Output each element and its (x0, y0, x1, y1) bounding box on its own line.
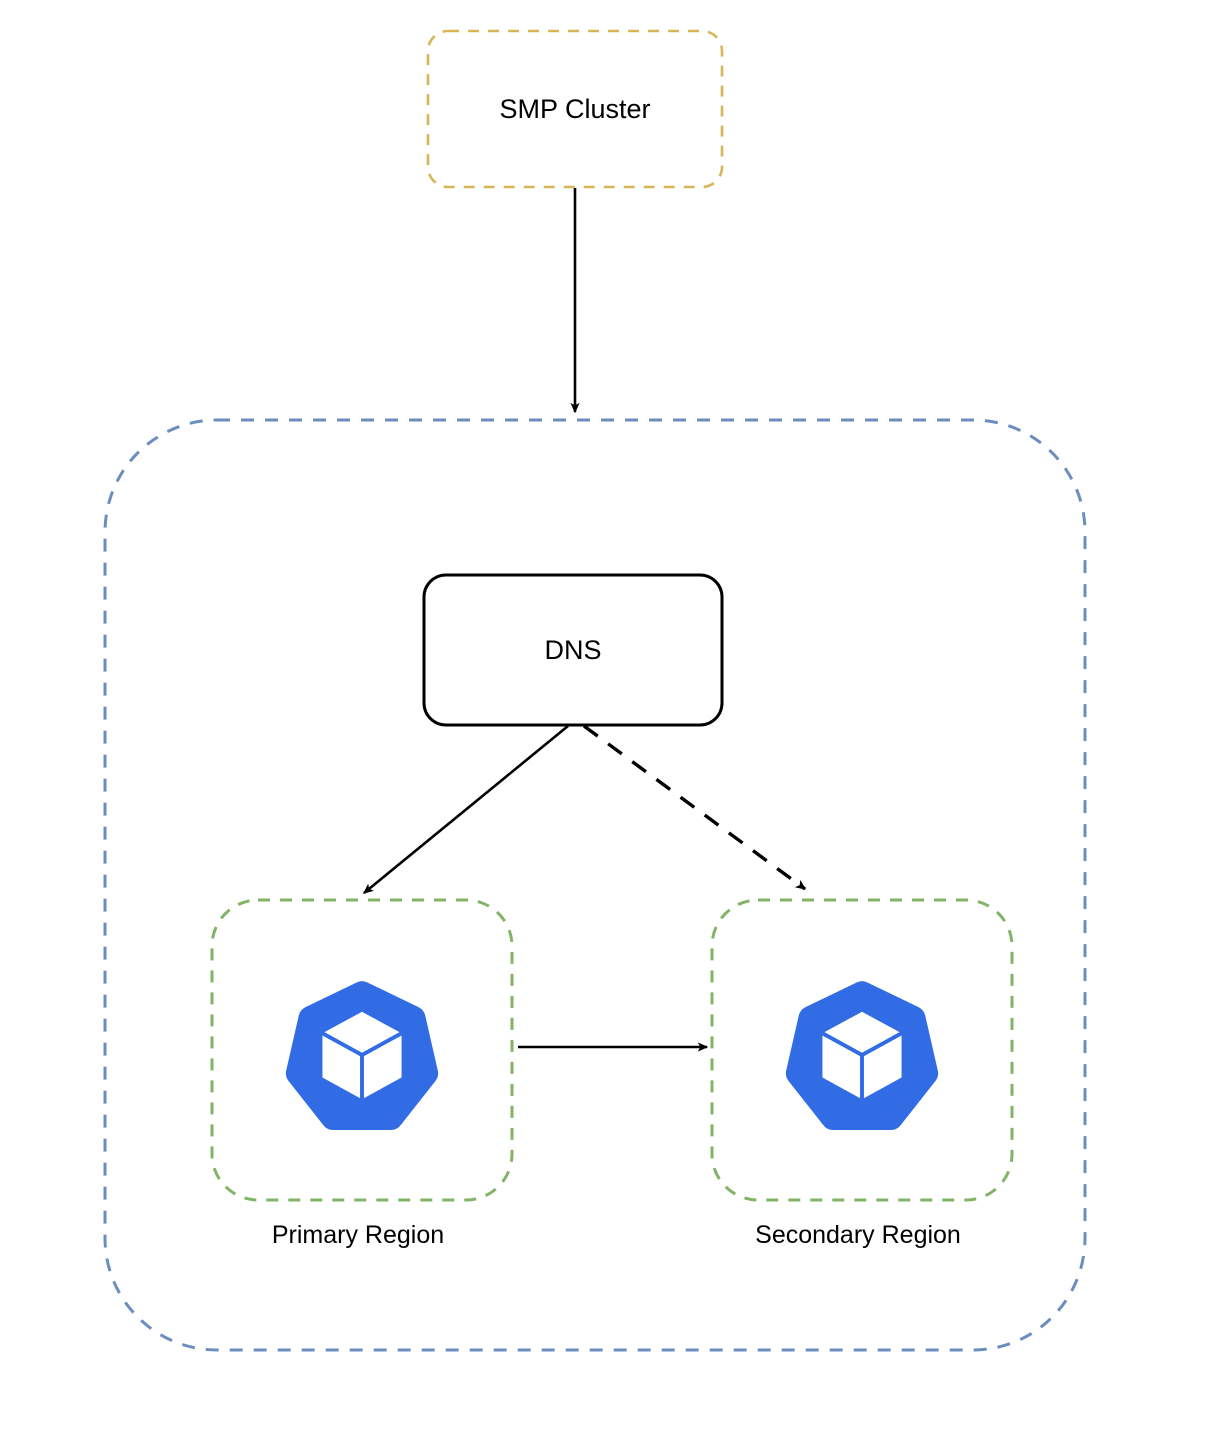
platform-boundary-box[interactable] (103, 418, 1087, 1352)
kubernetes-icon (285, 981, 439, 1131)
edge-dns-to-primary[interactable] (362, 724, 569, 895)
smp-cluster-box[interactable] (426, 29, 724, 189)
kubernetes-icon (785, 981, 939, 1131)
dns-box[interactable] (422, 573, 724, 727)
edge-dns-to-secondary[interactable] (582, 724, 807, 891)
